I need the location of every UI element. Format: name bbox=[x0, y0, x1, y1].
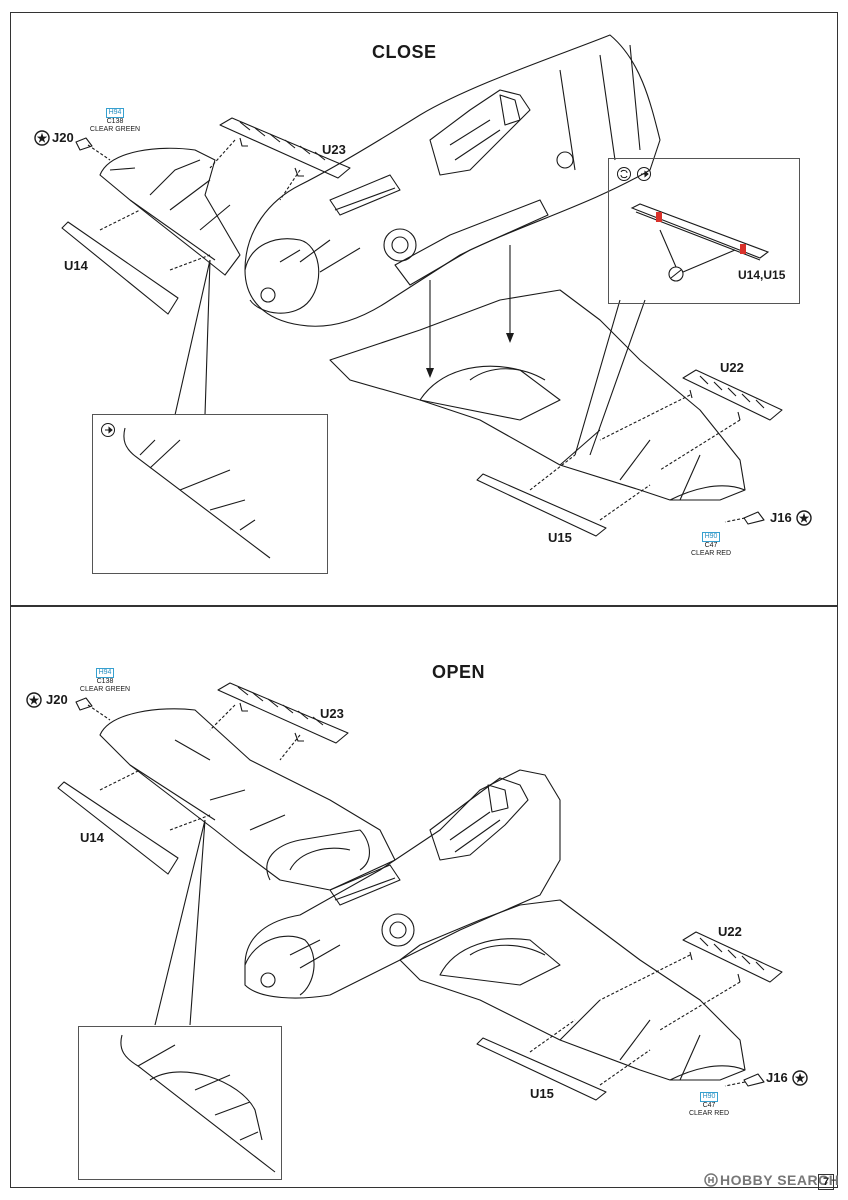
part-label-j16: J16 bbox=[770, 510, 792, 525]
part-label-j20: J20 bbox=[46, 692, 68, 707]
paint-icon bbox=[637, 167, 651, 181]
bottom-panel bbox=[10, 606, 838, 1188]
close-title: CLOSE bbox=[372, 42, 437, 62]
page-number: 7 bbox=[818, 1174, 834, 1190]
detail-label-u14-u15: U14,U15 bbox=[738, 268, 786, 282]
color-code-alt: C138 bbox=[106, 118, 124, 125]
color-callout-j16: H90 C47 CLEAR RED bbox=[684, 532, 738, 558]
detail-inset-top-right bbox=[608, 158, 800, 304]
part-label-u23: U23 bbox=[320, 706, 344, 721]
part-label-j20: J20 bbox=[52, 130, 74, 145]
part-label-u14: U14 bbox=[80, 830, 104, 845]
color-code: H94 bbox=[105, 108, 125, 118]
part-label-u15: U15 bbox=[530, 1086, 554, 1101]
color-code: H90 bbox=[699, 1092, 719, 1102]
part-label-j16: J16 bbox=[766, 1070, 788, 1085]
repeat-icon bbox=[617, 167, 631, 181]
detail-inset-top-left bbox=[92, 414, 328, 574]
color-name: CLEAR GREEN bbox=[79, 686, 131, 693]
star-marker-icon bbox=[796, 510, 812, 526]
watermark: HOBBY SEARCH bbox=[720, 1172, 840, 1188]
part-label-u22: U22 bbox=[720, 360, 744, 375]
star-marker-icon bbox=[792, 1070, 808, 1086]
color-code-alt: C138 bbox=[96, 678, 114, 685]
color-name: CLEAR RED bbox=[688, 1110, 730, 1117]
color-callout-j20: H94 C138 CLEAR GREEN bbox=[78, 668, 132, 694]
paint-icon bbox=[101, 423, 115, 437]
star-marker-icon bbox=[26, 692, 42, 708]
color-code: H94 bbox=[95, 668, 115, 678]
top-panel bbox=[10, 12, 838, 606]
part-label-u15: U15 bbox=[548, 530, 572, 545]
color-callout-j20: H94 C138 CLEAR GREEN bbox=[88, 108, 142, 134]
color-callout-j16: H90 C47 CLEAR RED bbox=[682, 1092, 736, 1118]
part-label-u23: U23 bbox=[322, 142, 346, 157]
color-name: CLEAR GREEN bbox=[89, 126, 141, 133]
color-code-alt: C47 bbox=[704, 542, 718, 549]
part-label-u22: U22 bbox=[718, 924, 742, 939]
color-name: CLEAR RED bbox=[690, 550, 732, 557]
detail-inset-bottom bbox=[78, 1026, 282, 1180]
color-code-alt: C47 bbox=[702, 1102, 716, 1109]
open-title: OPEN bbox=[432, 662, 486, 682]
part-label-u14: U14 bbox=[64, 258, 88, 273]
star-marker-icon bbox=[34, 130, 50, 146]
hobby-search-logo-icon bbox=[704, 1173, 718, 1187]
color-code: H90 bbox=[701, 532, 721, 542]
